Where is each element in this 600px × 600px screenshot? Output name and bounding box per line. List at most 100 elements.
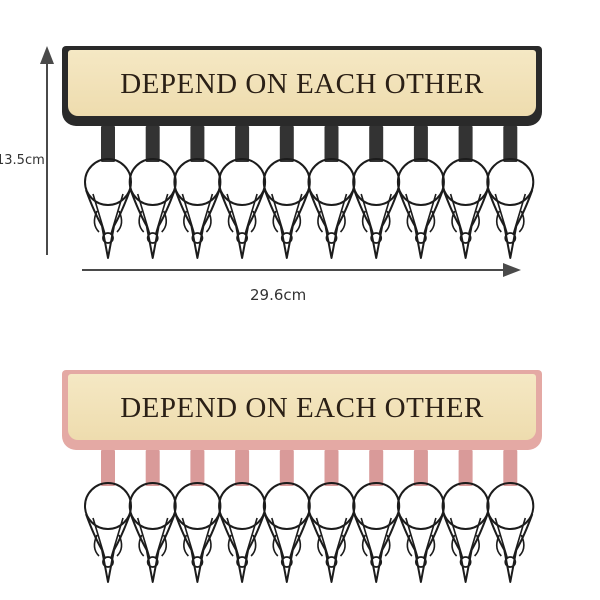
clip-body	[487, 189, 534, 259]
clip	[262, 450, 311, 583]
ring	[218, 482, 267, 530]
clip-jaw	[181, 517, 214, 559]
clip-spring	[280, 556, 293, 568]
clip-row	[84, 450, 535, 583]
clip-loop	[361, 210, 391, 233]
clip-jaw	[405, 193, 437, 235]
clip-body	[219, 513, 266, 583]
clip-body	[174, 189, 221, 259]
height-arrow-head	[40, 46, 54, 64]
clip-spring	[504, 232, 517, 244]
clip-loop	[183, 210, 212, 233]
clip-spring	[414, 232, 427, 244]
clip-jaw	[494, 517, 527, 559]
clip-loop	[138, 534, 168, 557]
clip-jaw	[226, 193, 258, 235]
clip-body	[442, 513, 489, 583]
clip-body	[308, 513, 355, 583]
clip-loop	[495, 210, 525, 233]
strap	[503, 126, 518, 162]
clip-spring	[191, 232, 204, 244]
clip	[173, 126, 222, 259]
ring	[262, 482, 311, 530]
clip-loop	[93, 534, 123, 557]
clip-body	[263, 189, 310, 259]
ring	[441, 158, 490, 206]
clip-body	[397, 513, 444, 583]
clip	[128, 450, 177, 583]
clip-body	[85, 189, 131, 259]
clip-spring	[102, 232, 114, 244]
clip-jaw	[360, 517, 392, 559]
strap	[458, 450, 473, 486]
clip-jaw	[271, 517, 303, 559]
clip-body	[397, 189, 444, 259]
clip	[128, 126, 177, 259]
strap	[503, 450, 518, 486]
clip-jaw	[315, 193, 348, 235]
clip	[218, 126, 267, 259]
clip-spring	[370, 232, 383, 244]
ring	[218, 158, 267, 206]
strap	[324, 126, 339, 162]
clip	[352, 126, 401, 259]
clip	[307, 450, 356, 583]
clip-loop	[406, 210, 436, 233]
strap	[145, 126, 160, 162]
clip	[441, 126, 490, 259]
clip-loop	[317, 210, 346, 233]
strap	[101, 126, 115, 162]
clip-jaw	[226, 517, 258, 559]
clip-loop	[93, 210, 123, 233]
ring	[84, 158, 132, 206]
clip-body	[219, 189, 266, 259]
ring	[128, 482, 177, 530]
top-bar: DEPEND ON EACH OTHER	[62, 46, 542, 126]
strap	[101, 450, 115, 486]
clip-loop	[317, 534, 346, 557]
clip	[173, 450, 222, 583]
clip-jaw	[405, 517, 437, 559]
strap	[413, 450, 428, 486]
clip-jaw	[92, 517, 124, 559]
strap	[145, 450, 160, 486]
ring	[441, 482, 490, 530]
clip-loop	[451, 534, 480, 557]
ring	[486, 482, 535, 530]
clip-jaw	[136, 193, 169, 235]
clip-loop	[138, 210, 168, 233]
ring	[84, 482, 132, 530]
strap	[369, 450, 384, 486]
ring	[396, 482, 445, 530]
clip	[307, 126, 356, 259]
clip-jaw	[360, 193, 392, 235]
clip-spring	[102, 556, 114, 568]
ring	[173, 482, 222, 530]
clip-jaw	[494, 193, 527, 235]
strap	[458, 126, 473, 162]
clip-body	[487, 513, 534, 583]
clip-jaw	[181, 193, 214, 235]
clip-loop	[495, 534, 525, 557]
strap	[235, 450, 250, 486]
clip	[352, 450, 401, 583]
strap	[413, 126, 428, 162]
ring	[262, 158, 311, 206]
clip-spring	[325, 232, 338, 244]
ring	[352, 158, 401, 206]
clip-row	[84, 126, 535, 259]
height-label: 13.5cm	[0, 153, 45, 168]
strap	[324, 450, 339, 486]
slogan-plaque: DEPEND ON EACH OTHER	[68, 50, 536, 116]
strap	[279, 126, 294, 162]
clip-body	[442, 189, 489, 259]
clip-spring	[236, 556, 249, 568]
ring	[307, 158, 356, 206]
clip-jaw	[449, 517, 482, 559]
clip-body	[129, 189, 176, 259]
slogan-text: DEPEND ON EACH OTHER	[120, 68, 484, 100]
clip-jaw	[449, 193, 482, 235]
slogan-text: DEPEND ON EACH OTHER	[120, 392, 484, 424]
clip-loop	[227, 210, 257, 233]
